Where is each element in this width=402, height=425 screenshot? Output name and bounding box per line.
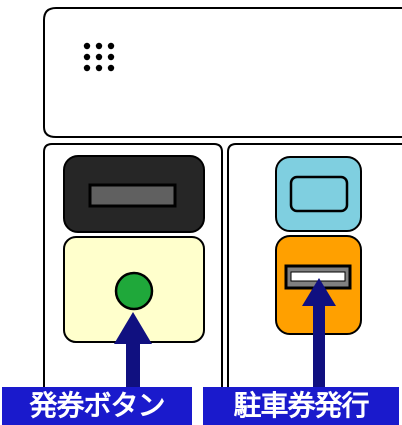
issue-button-label: 発券ボタン [2, 387, 192, 425]
card-slot [88, 183, 177, 208]
arrow-up-icon [302, 278, 336, 387]
top-panel [43, 7, 402, 138]
green-lamp-icon[interactable] [114, 271, 154, 311]
arrow-up-icon [114, 312, 152, 387]
parking-ticket-issue-label: 駐車券発行 [203, 387, 399, 425]
keypad-icon [83, 42, 115, 72]
light-blue-slot [289, 175, 349, 213]
